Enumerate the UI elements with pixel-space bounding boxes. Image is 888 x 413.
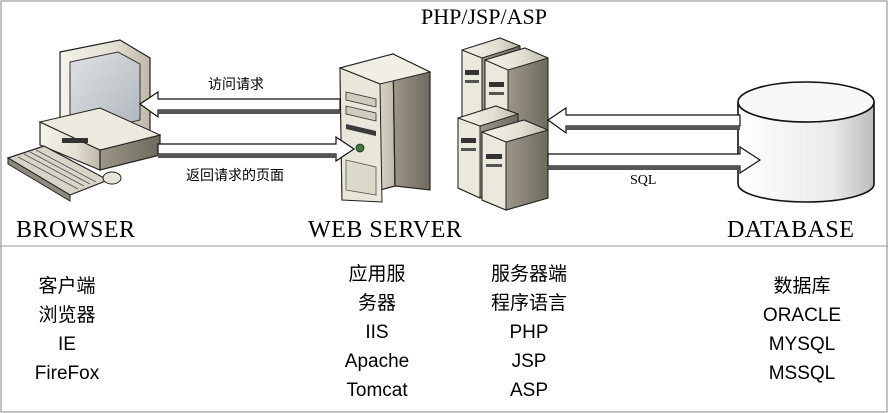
browser-line: 浏览器 — [38, 305, 96, 326]
database-details: 数据库 ORACLE MYSQL MSSQL — [744, 272, 860, 388]
arrow-request-label: 访问请求 — [208, 78, 264, 93]
arrow-server-to-db — [547, 145, 762, 175]
server-language-line: 服务器端 — [490, 264, 567, 285]
database-title: DATABASE — [727, 217, 855, 243]
server-language-line: JSP — [511, 351, 547, 372]
web-server-details: 应用服 务器 IIS Apache Tomcat — [328, 260, 426, 405]
browser-line: 客户端 — [38, 276, 96, 297]
web-server-line: 务器 — [357, 293, 396, 314]
browser-title: BROWSER — [16, 217, 136, 243]
database-line: 数据库 — [773, 276, 831, 297]
web-server-line: IIS — [365, 322, 389, 343]
database-line: MSSQL — [768, 363, 836, 384]
web-server-line: Tomcat — [346, 380, 408, 401]
browser-details: 客户端 浏览器 IE FireFox — [18, 272, 116, 388]
browser-line: IE — [58, 334, 76, 355]
web-server-title: WEB SERVER — [308, 217, 463, 243]
server-language-line: ASP — [509, 380, 549, 401]
browser-line: FireFox — [34, 363, 100, 384]
server-language-details: 服务器端 程序语言 PHP JSP ASP — [470, 260, 588, 405]
arrow-sql-label: SQL — [630, 173, 657, 188]
arrow-response-label: 返回请求的页面 — [186, 169, 284, 184]
arrow-request — [138, 90, 341, 119]
web-server-icon — [338, 53, 432, 203]
server-language-line: PHP — [509, 322, 549, 343]
database-icon — [737, 81, 875, 203]
database-line: MYSQL — [768, 334, 836, 355]
server-cluster-icon — [457, 37, 549, 211]
computer-icon — [6, 39, 162, 202]
server-language-header: PHP/JSP/ASP — [421, 4, 547, 29]
web-server-line: Apache — [344, 351, 410, 372]
arrow-response — [157, 135, 356, 163]
server-language-line: 程序语言 — [490, 293, 567, 314]
arrow-db-to-server — [546, 106, 741, 135]
database-line: ORACLE — [762, 305, 842, 326]
web-server-line: 应用服 — [348, 264, 406, 285]
